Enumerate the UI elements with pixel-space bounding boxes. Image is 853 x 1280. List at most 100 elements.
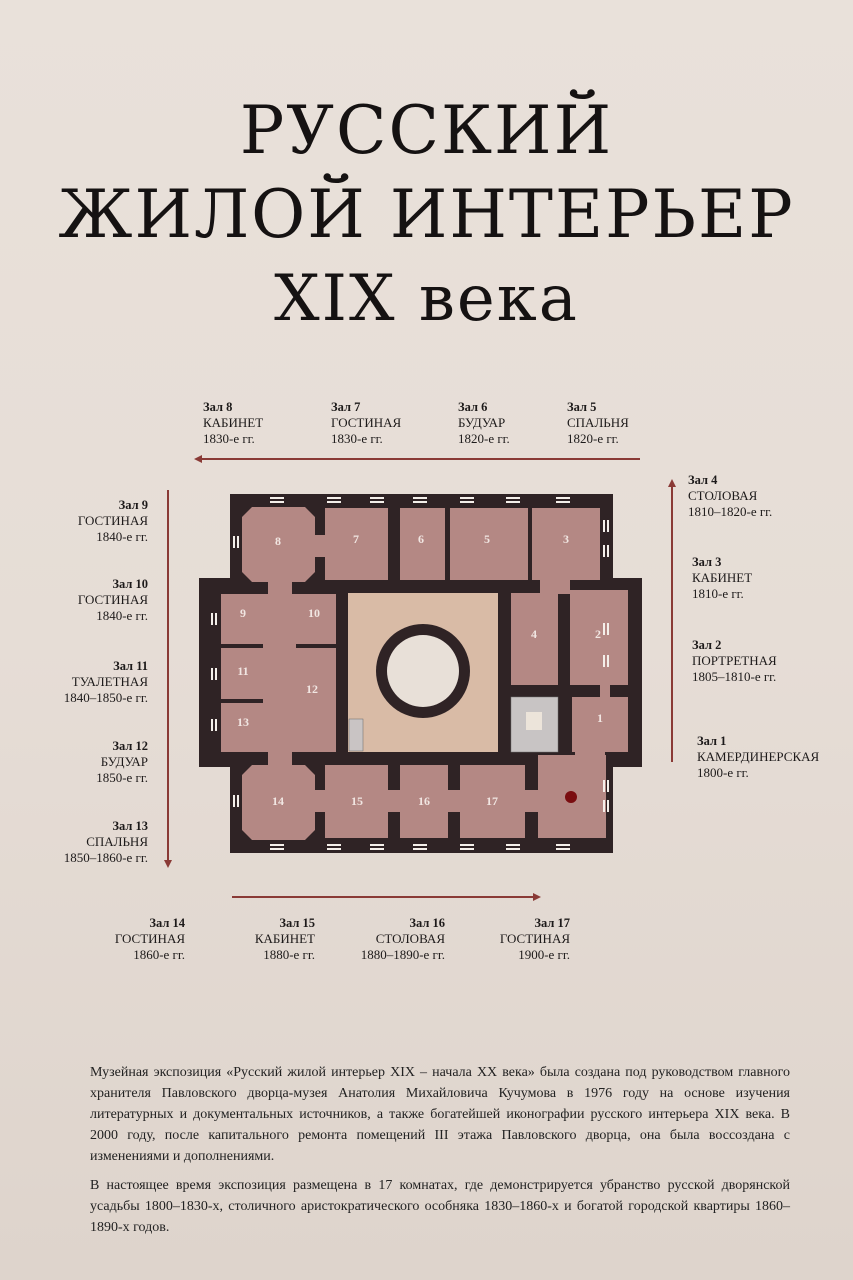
room-number-3: 3 [563, 532, 569, 546]
hall-num: Зал 15 [279, 916, 315, 930]
hall-date: 1900-е гг. [518, 947, 570, 962]
hall-name: ГОСТИНАЯ [77, 513, 148, 528]
hall-num: Зал 1 [697, 734, 727, 748]
window-icon [603, 800, 605, 812]
hall-num: Зал 9 [118, 498, 148, 512]
window-icon [413, 848, 427, 850]
title-line-1: РУССКИЙ [239, 92, 614, 169]
right-arrow-line [671, 486, 673, 762]
window-icon [413, 844, 427, 846]
hall-date: 1840-е гг. [96, 608, 148, 623]
small-stair [348, 718, 364, 752]
window-icon [237, 536, 239, 548]
window-icon [233, 536, 235, 548]
hall-name: БУДУАР [458, 415, 506, 430]
room-number-8: 8 [275, 534, 281, 548]
room-number-7: 7 [353, 532, 359, 546]
hall-num: Зал 13 [112, 819, 148, 833]
stair-well [526, 712, 542, 730]
hall-num: Зал 12 [112, 739, 148, 753]
hall-num: Зал 3 [692, 555, 722, 569]
window-icon [506, 497, 520, 499]
window-icon [607, 780, 609, 792]
left-arrow-line [167, 490, 169, 862]
description-paragraph-2: В настоящее время экспозиция размещена в… [90, 1178, 790, 1235]
hall-num: Зал 16 [409, 916, 445, 930]
window-icon [370, 844, 384, 846]
window-icon [270, 501, 284, 503]
hall-date: 1810-е гг. [692, 586, 744, 601]
window-icon [215, 613, 217, 625]
hall-date: 1840-е гг. [96, 529, 148, 544]
room-number-12: 12 [306, 682, 318, 696]
location-marker [565, 791, 577, 803]
room-number-16: 16 [418, 794, 430, 808]
room-number-15: 15 [351, 794, 363, 808]
hall-date: 1830-е гг. [331, 431, 383, 446]
room-number-14: 14 [272, 794, 284, 808]
hall-name: ГОСТИНАЯ [114, 931, 185, 946]
window-icon [370, 497, 384, 499]
hall-num: Зал 11 [113, 659, 148, 673]
hall-name: СПАЛЬНЯ [86, 834, 148, 849]
hall-name: ТУАЛЕТНАЯ [71, 674, 148, 689]
window-icon [270, 848, 284, 850]
room-number-6: 6 [418, 532, 424, 546]
window-icon [270, 844, 284, 846]
window-icon [607, 623, 609, 635]
hall-date: 1820-е гг. [458, 431, 510, 446]
window-icon [327, 497, 341, 499]
window-icon [556, 848, 570, 850]
window-icon [211, 668, 213, 680]
top-arrow-line [200, 458, 640, 460]
window-icon [556, 501, 570, 503]
window-icon [603, 520, 605, 532]
window-icon [607, 800, 609, 812]
window-icon [603, 780, 605, 792]
arrow-down-icon [164, 860, 172, 868]
hall-date: 1850-е гг. [96, 770, 148, 785]
hall-date: 1880-е гг. [263, 947, 315, 962]
hall-date: 1830-е гг. [203, 431, 255, 446]
title-line-3: XIX века [274, 262, 579, 336]
room-number-11: 11 [237, 664, 248, 678]
room-number-2: 2 [595, 627, 601, 641]
window-icon [460, 844, 474, 846]
hall-num: Зал 4 [688, 473, 718, 487]
hall-date: 1800-е гг. [697, 765, 749, 780]
room-number-10: 10 [308, 606, 320, 620]
hall-date: 1810–1820-е гг. [688, 504, 773, 519]
arrow-right-icon [533, 893, 541, 901]
window-icon [603, 623, 605, 635]
title-line-2: ЖИЛОЙ ИНТЕРЬЕР [58, 176, 795, 253]
hall-name: ГОСТИНАЯ [77, 592, 148, 607]
hall-name: КАБИНЕТ [254, 931, 315, 946]
hall-date: 1850–1860-е гг. [63, 850, 148, 865]
rooms [221, 507, 628, 840]
window-icon [556, 497, 570, 499]
room-number-5: 5 [484, 532, 490, 546]
hall-num: Зал 5 [567, 400, 597, 414]
window-icon [211, 613, 213, 625]
hall-num: Зал 17 [534, 916, 570, 930]
hall-name: КАМЕРДИНЕРСКАЯ [697, 749, 820, 764]
hall-date: 1840–1850-е гг. [63, 690, 148, 705]
description: Музейная экспозиция «Русский жилой интер… [90, 1062, 790, 1246]
window-icon [607, 520, 609, 532]
rotunda-center [387, 635, 459, 707]
window-icon [607, 655, 609, 667]
hall-date: 1820-е гг. [567, 431, 619, 446]
window-icon [327, 848, 341, 850]
